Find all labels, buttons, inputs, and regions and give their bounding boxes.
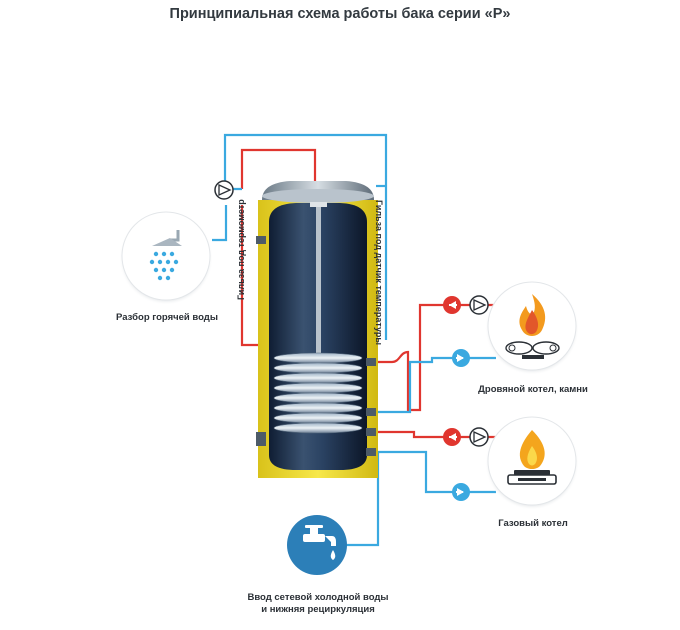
blue-arrow-icon <box>452 349 470 367</box>
gas-boiler-cold-pipe <box>370 450 496 494</box>
port-right-2 <box>366 408 376 416</box>
heat-exchanger-coil <box>273 352 363 434</box>
port-left-bottom <box>256 432 266 446</box>
hot-water-line <box>240 205 258 347</box>
port-right-3 <box>366 428 376 436</box>
port-left <box>256 236 266 244</box>
shower-feed-pipe <box>212 205 228 242</box>
hot-water-label: Разбор горячей воды <box>116 312 218 323</box>
cold-water-label-line2: и нижняя рециркуляция <box>261 604 375 615</box>
gas-boiler-label: Газовый котел <box>498 518 568 529</box>
diagram-title: Принципиальная схема работы бака серии «… <box>169 6 511 22</box>
cold-water-inlet-pipe <box>340 452 380 547</box>
cold-water-label-line1: Ввод сетевой холодной воды <box>247 592 389 603</box>
water-tap-icon <box>287 515 347 575</box>
port-right-4 <box>366 448 376 456</box>
pump-icon <box>469 295 489 315</box>
sensor-sleeve-label: Гильза под датчик температуры <box>374 200 384 346</box>
wood-boiler-hot-pipe <box>370 303 496 412</box>
pump-icon <box>214 180 234 200</box>
wood-boiler-cold-pipe <box>370 356 496 414</box>
port-right-1 <box>366 358 376 366</box>
red-arrow-icon <box>443 428 461 446</box>
anode-rod <box>316 204 321 382</box>
gas-flame-icon <box>485 416 579 510</box>
thermometer-sleeve-label: Гильза под термометр <box>236 199 246 300</box>
blue-arrow-icon <box>452 483 470 501</box>
storage-tank <box>256 181 378 478</box>
shower-icon <box>119 211 213 305</box>
pump-icon <box>469 427 489 447</box>
wood-fire-icon <box>485 281 579 375</box>
red-arrow-icon <box>443 296 461 314</box>
hot-water-outlet-pipe <box>240 148 317 189</box>
wood-boiler-label: Дровяной котел, камни <box>478 384 588 395</box>
